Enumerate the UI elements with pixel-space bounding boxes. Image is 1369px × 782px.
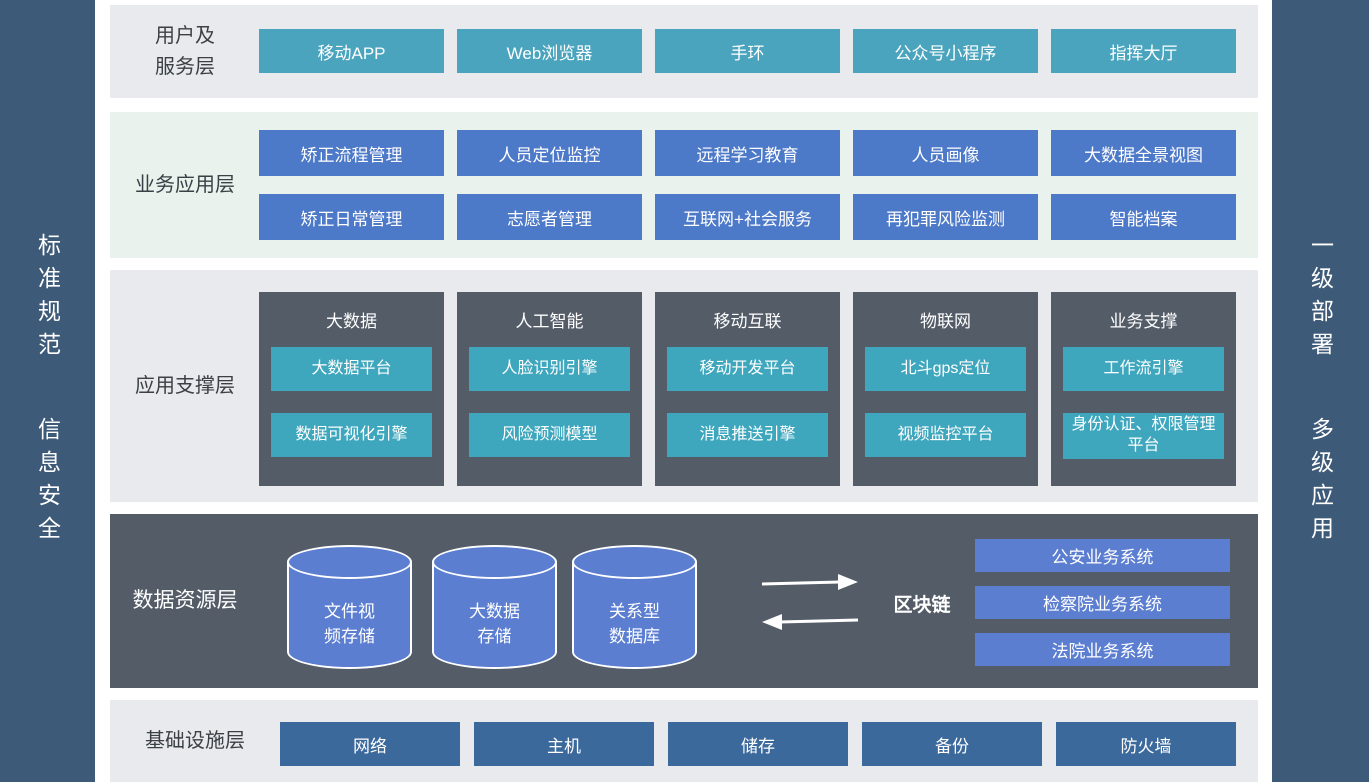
user-service-item-wristband: 手环 [655, 29, 840, 73]
business-item-process-mgmt: 矫正流程管理 [259, 130, 444, 176]
layer-business-app: 业务应用层 矫正流程管理 人员定位监控 远程学习教育 人员画像 大数据全景视图 … [110, 112, 1258, 258]
external-system-procuratorate: 检察院业务系统 [975, 586, 1230, 619]
left-sidebar-text-security: 信息安全 [34, 417, 61, 549]
layer-app-support: 应用支撑层 大数据 大数据平台 数据可视化引擎 人工智能 人脸识别引擎 风险预测… [110, 270, 1258, 502]
support-item: 移动开发平台 [667, 347, 828, 391]
infra-item-backup: 备份 [862, 722, 1042, 766]
cylinder-body [432, 562, 557, 669]
storage-cylinder-relational-db: 关系型 数据库 [572, 545, 697, 669]
data-exchange-arrows-icon [761, 574, 859, 630]
support-item: 工作流引擎 [1063, 347, 1224, 391]
user-service-item-mini-program: 公众号小程序 [853, 29, 1038, 73]
support-group-business-support: 业务支撑 工作流引擎 身份认证、权限管理平台 [1051, 292, 1236, 486]
support-group-title: 移动互联 [713, 312, 782, 331]
cylinder-body [572, 562, 697, 669]
infra-item-firewall: 防火墙 [1056, 722, 1236, 766]
layer-app-support-label: 应用支撑层 [135, 374, 235, 397]
support-group-iot: 物联网 北斗gps定位 视频监控平台 [853, 292, 1038, 486]
support-group-title: 物联网 [920, 312, 971, 331]
layer-data-resource: 数据资源层 文件视 频存储 大数据 存储 关系型 数据库 区块链 公安业务系统 … [110, 514, 1258, 688]
layer-user-service-label: 用户及 服务层 [155, 24, 215, 78]
support-group-ai: 人工智能 人脸识别引擎 风险预测模型 [457, 292, 642, 486]
support-group-title: 人工智能 [515, 312, 584, 331]
user-service-item-command-hall: 指挥大厅 [1051, 29, 1236, 73]
business-item-remote-learning: 远程学习教育 [655, 130, 840, 176]
layer-user-service: 用户及 服务层 移动APP Web浏览器 手环 公众号小程序 指挥大厅 [110, 5, 1258, 98]
support-item: 视频监控平台 [865, 413, 1026, 457]
business-item-smart-archive: 智能档案 [1051, 194, 1236, 240]
business-item-person-profile: 人员画像 [853, 130, 1038, 176]
user-service-item-mobile-app: 移动APP [259, 29, 444, 73]
support-item: 数据可视化引擎 [271, 413, 432, 457]
business-item-recidivism-risk: 再犯罪风险监测 [853, 194, 1038, 240]
layer-business-app-label: 业务应用层 [135, 173, 235, 196]
storage-cylinder-bigdata: 大数据 存储 [432, 545, 557, 669]
support-item: 大数据平台 [271, 347, 432, 391]
right-sidebar: 一级部署 多级应用 [1272, 0, 1369, 782]
external-system-police: 公安业务系统 [975, 539, 1230, 572]
right-sidebar-text-application: 多级应用 [1307, 417, 1334, 549]
support-item: 身份认证、权限管理平台 [1063, 413, 1224, 459]
cylinder-label: 大数据 存储 [469, 601, 520, 647]
support-item: 人脸识别引擎 [469, 347, 630, 391]
business-item-volunteer-mgmt: 志愿者管理 [457, 194, 642, 240]
cylinder-label: 文件视 频存储 [324, 601, 375, 647]
right-sidebar-text-deployment: 一级部署 [1307, 233, 1334, 365]
business-item-internet-social-service: 互联网+社会服务 [655, 194, 840, 240]
support-item: 北斗gps定位 [865, 347, 1026, 391]
left-sidebar-text-standards: 标准规范 [34, 233, 61, 365]
infra-item-host: 主机 [474, 722, 654, 766]
layer-infrastructure-label: 基础设施层 [145, 729, 245, 752]
cylinder-top [432, 545, 557, 579]
infra-item-network: 网络 [280, 722, 460, 766]
external-system-court: 法院业务系统 [975, 633, 1230, 666]
support-group-bigdata: 大数据 大数据平台 数据可视化引擎 [259, 292, 444, 486]
cylinder-top [572, 545, 697, 579]
business-item-location-monitor: 人员定位监控 [457, 130, 642, 176]
user-service-item-web-browser: Web浏览器 [457, 29, 642, 73]
business-item-daily-mgmt: 矫正日常管理 [259, 194, 444, 240]
support-group-title: 业务支撑 [1109, 312, 1178, 331]
layer-infrastructure: 基础设施层 网络 主机 储存 备份 防火墙 [110, 700, 1258, 782]
infra-item-storage: 储存 [668, 722, 848, 766]
support-item: 风险预测模型 [469, 413, 630, 457]
left-sidebar: 标准规范 信息安全 [0, 0, 95, 782]
layer-data-resource-label: 数据资源层 [132, 588, 238, 612]
support-group-title: 大数据 [326, 312, 377, 331]
cylinder-top [287, 545, 412, 579]
support-item: 消息推送引擎 [667, 413, 828, 457]
storage-cylinder-file-video: 文件视 频存储 [287, 545, 412, 669]
support-group-mobile: 移动互联 移动开发平台 消息推送引擎 [655, 292, 840, 486]
cylinder-label: 关系型 数据库 [609, 601, 660, 647]
blockchain-label: 区块链 [893, 595, 951, 616]
cylinder-body [287, 562, 412, 669]
business-item-bigdata-panorama: 大数据全景视图 [1051, 130, 1236, 176]
